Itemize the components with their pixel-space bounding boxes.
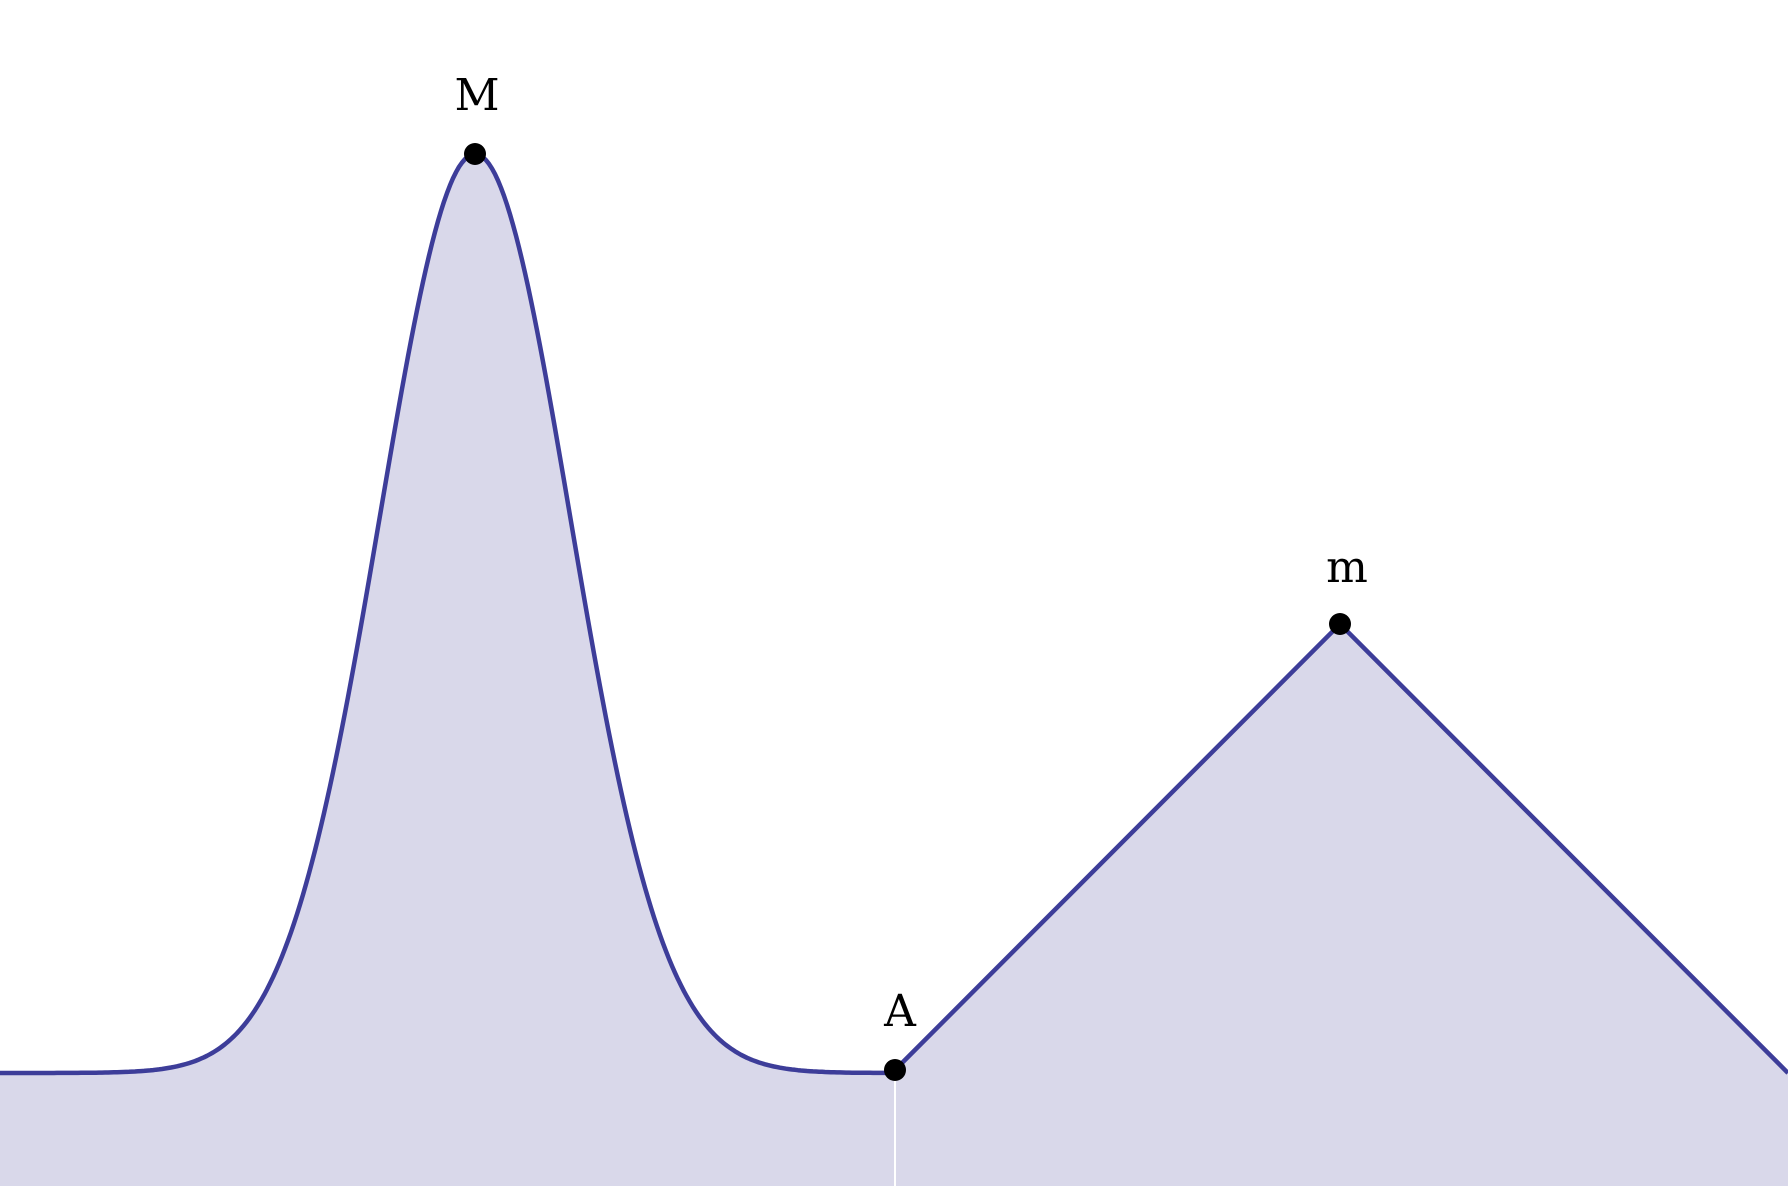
left-region-fill — [0, 154, 895, 1186]
smooth-peak-curve — [0, 151, 898, 1076]
point-m-label: m — [1326, 542, 1368, 593]
point-M-label: M — [454, 70, 499, 121]
point-A-marker — [884, 1059, 906, 1081]
point-M-marker — [464, 143, 486, 165]
right-region-fill — [895, 624, 1788, 1186]
point-m-marker — [1329, 613, 1351, 635]
point-A-label: A — [883, 986, 917, 1037]
